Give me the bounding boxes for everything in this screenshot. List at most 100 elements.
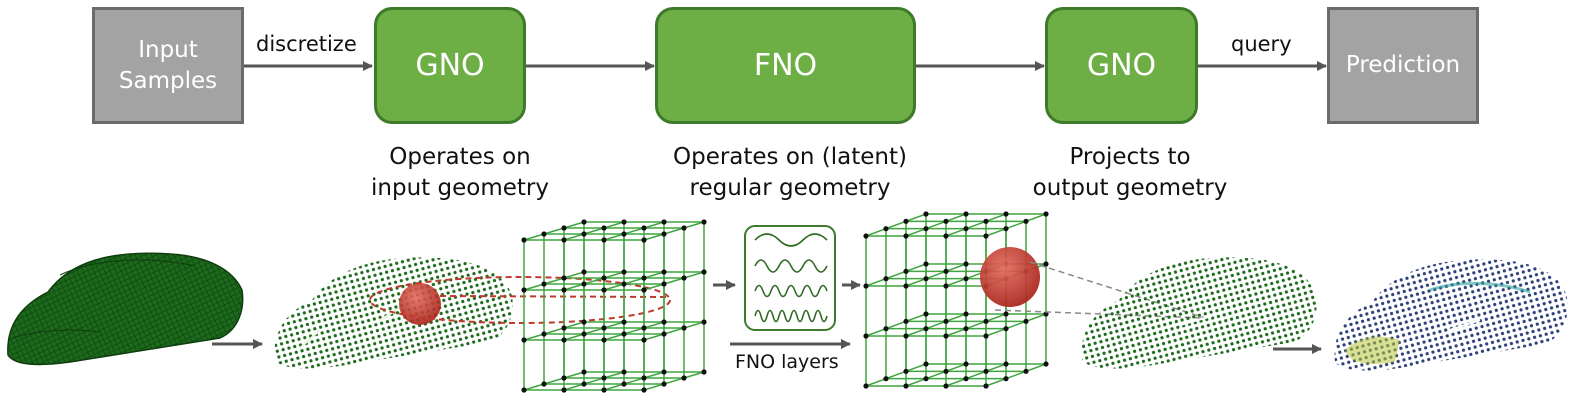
- car-pointcloud-output: [1081, 257, 1317, 369]
- grid-edge: [583, 277, 605, 285]
- grid-edge: [603, 271, 625, 279]
- grid-edge: [865, 277, 887, 287]
- grid-node: [963, 226, 969, 232]
- grid-node: [521, 387, 527, 393]
- grid-node: [561, 225, 567, 231]
- grid-edge: [663, 227, 685, 235]
- grid-node: [641, 287, 647, 293]
- grid-node: [661, 219, 667, 225]
- gno-ball-output: [980, 247, 1040, 307]
- grid-node: [601, 287, 607, 293]
- grid-node: [601, 375, 607, 381]
- grid-node: [581, 231, 587, 237]
- grid-edge: [543, 377, 565, 385]
- grid-node: [943, 368, 949, 374]
- grid-node: [963, 211, 969, 217]
- grid-edge: [945, 277, 967, 287]
- grid-edge: [1025, 363, 1047, 373]
- grid-edge: [563, 233, 585, 241]
- grid-node: [521, 287, 527, 293]
- grid-edge: [643, 233, 665, 241]
- grid-edge: [885, 270, 907, 280]
- grid-edge: [603, 371, 625, 379]
- grid-node: [903, 318, 909, 324]
- grid-node: [561, 375, 567, 381]
- grid-edge: [643, 271, 665, 279]
- grid-edge: [603, 221, 625, 229]
- grid-node: [923, 361, 929, 367]
- projection-ellipse: [369, 276, 671, 324]
- grid-node: [863, 333, 869, 339]
- grid-node: [943, 218, 949, 224]
- grid-node: [943, 333, 949, 339]
- grid-node: [863, 283, 869, 289]
- grid-node: [581, 331, 587, 337]
- gno-encoder-label: GNO: [415, 48, 485, 83]
- grid-edge: [865, 227, 887, 237]
- grid-node: [923, 376, 929, 382]
- grid-edge: [885, 320, 907, 330]
- grid-node: [963, 361, 969, 367]
- grid-edge: [985, 327, 1007, 337]
- grid-node: [983, 333, 989, 339]
- grid-node: [681, 375, 687, 381]
- gno-decoder-label: GNO: [1086, 48, 1157, 83]
- grid-edge: [865, 327, 887, 337]
- grid-node: [561, 337, 567, 343]
- grid-node: [561, 275, 567, 281]
- grid-edge: [543, 277, 565, 285]
- edge-label-query: query: [1231, 32, 1292, 56]
- grid-node: [601, 337, 607, 343]
- grid-node: [701, 219, 707, 225]
- grid-node: [923, 326, 929, 332]
- grid-node: [863, 233, 869, 239]
- grid-node: [963, 261, 969, 267]
- grid-node: [621, 331, 627, 337]
- grid-edge: [643, 371, 665, 379]
- grid-node: [963, 326, 969, 332]
- grid-node: [983, 318, 989, 324]
- grid-node: [963, 311, 969, 317]
- grid-edge: [623, 327, 645, 335]
- grid-edge: [945, 213, 967, 223]
- grid-node: [983, 218, 989, 224]
- grid-node: [541, 381, 547, 387]
- input-samples-box: Input Samples: [92, 7, 244, 124]
- grid-edge: [865, 377, 887, 387]
- grid-node: [943, 268, 949, 274]
- grid-edge: [603, 283, 625, 291]
- grid-node: [581, 269, 587, 275]
- grid-node: [883, 226, 889, 232]
- grid-edge: [683, 321, 705, 329]
- grid-node: [641, 337, 647, 343]
- grid-node: [581, 381, 587, 387]
- grid-node: [621, 319, 627, 325]
- grid-node: [903, 333, 909, 339]
- grid-edge: [945, 377, 967, 387]
- grid-edge: [905, 213, 927, 223]
- grid-node: [661, 331, 667, 337]
- grid-node: [621, 281, 627, 287]
- grid-edge: [623, 277, 645, 285]
- grid-edge: [885, 220, 907, 230]
- grid-node: [561, 287, 567, 293]
- grid-edge: [945, 313, 967, 323]
- fourier-wave-2: [754, 259, 828, 273]
- grid-node: [601, 387, 607, 393]
- grid-node: [1023, 218, 1029, 224]
- fno-label: FNO: [753, 48, 818, 83]
- grid-edge: [603, 383, 625, 391]
- grid-edge: [985, 377, 1007, 387]
- grid-node: [903, 368, 909, 374]
- grid-edge: [945, 363, 967, 373]
- grid-node: [701, 369, 707, 375]
- grid-node: [581, 219, 587, 225]
- car-prediction: [1334, 259, 1568, 371]
- grid-edge: [643, 283, 665, 291]
- grid-node: [1003, 376, 1009, 382]
- grid-node: [581, 369, 587, 375]
- grid-node: [561, 325, 567, 331]
- grid-node: [903, 383, 909, 389]
- grid-node: [883, 326, 889, 332]
- grid-edge: [683, 271, 705, 279]
